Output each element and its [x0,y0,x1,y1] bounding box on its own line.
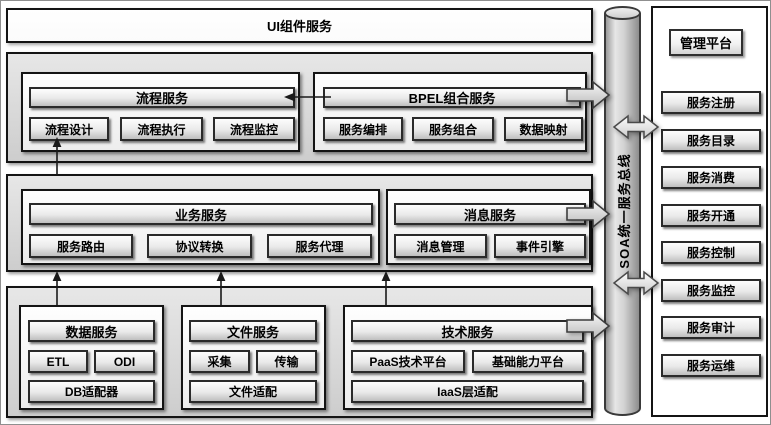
process-service-panel: 流程服务 流程设计 流程执行 流程监控 [21,72,300,152]
service-bus-cylinder [604,13,641,416]
thin-arrow-tech-to-message-icon [381,271,391,305]
thin-arrow-business-to-process-icon [52,137,62,175]
service-bus-label: SOA统一服务总线 [616,153,632,269]
block-arrow-bpel-to-bus-icon [566,80,611,110]
business-service-header: 业务服务 [29,203,373,225]
double-arrow-bus-management-top-icon [612,114,660,140]
paas-platform-box: PaaS技术平台 [351,350,465,373]
business-layer-group: 业务服务 服务路由 协议转换 服务代理 消息服务 消息管理 事件引擎 [6,174,593,272]
resource-layer-group: 数据服务 ETL ODI DB适配器 文件服务 采集 传输 文件适配 技术服务 … [6,286,593,418]
service-provision-box: 服务开通 [661,204,761,227]
etl-box: ETL [28,350,88,373]
management-platform-box: 管理平台 [669,29,743,56]
event-engine-box: 事件引擎 [494,234,586,258]
collect-box: 采集 [189,350,250,373]
block-arrow-tech-to-bus-icon [566,311,611,341]
file-service-header: 文件服务 [189,320,317,342]
message-management-box: 消息管理 [394,234,487,258]
service-bus-cylinder-top [604,6,641,20]
odi-box: ODI [94,350,155,373]
business-service-panel: 业务服务 服务路由 协议转换 服务代理 [21,189,380,265]
service-monitor-box: 服务监控 [661,279,761,302]
iaas-adapter-box: IaaS层适配 [351,380,584,403]
data-service-header: 数据服务 [28,320,155,342]
service-catalog-box: 服务目录 [661,129,761,152]
file-service-panel: 文件服务 采集 传输 文件适配 [181,305,326,410]
thin-arrow-bpel-to-process-icon [284,92,331,102]
management-panel: 管理平台 服务注册 服务目录 服务消费 服务开通 服务控制 服务监控 服务审计 … [651,6,768,417]
process-service-header: 流程服务 [29,87,295,108]
service-consume-box: 服务消费 [661,166,761,189]
bpel-service-header: BPEL组合服务 [323,87,581,108]
service-proxy-box: 服务代理 [267,234,372,258]
double-arrow-bus-management-bottom-icon [612,270,660,296]
data-service-panel: 数据服务 ETL ODI DB适配器 [19,305,164,410]
process-design-box: 流程设计 [29,117,109,141]
tech-service-header: 技术服务 [351,320,584,342]
tech-service-panel: 技术服务 PaaS技术平台 基础能力平台 IaaS层适配 [343,305,593,410]
file-adapter-box: 文件适配 [189,380,317,403]
service-orchestration-box: 服务编排 [323,117,403,141]
basic-capability-box: 基础能力平台 [472,350,584,373]
thin-arrow-data-to-business-icon [52,271,62,305]
service-routing-box: 服务路由 [29,234,133,258]
service-control-box: 服务控制 [661,241,761,264]
message-service-header: 消息服务 [394,203,586,225]
data-mapping-box: 数据映射 [504,117,583,141]
transfer-box: 传输 [256,350,317,373]
service-audit-box: 服务审计 [661,316,761,339]
ui-services-bar: UI组件服务 [6,8,593,43]
message-service-panel: 消息服务 消息管理 事件引擎 [386,189,591,265]
db-adapter-box: DB适配器 [28,380,155,403]
process-exec-box: 流程执行 [120,117,203,141]
service-registry-box: 服务注册 [661,91,761,114]
process-monitor-box: 流程监控 [213,117,295,141]
process-layer-group: 流程服务 流程设计 流程执行 流程监控 BPEL组合服务 服务编排 服务组合 数… [6,52,593,163]
protocol-conversion-box: 协议转换 [147,234,252,258]
service-ops-box: 服务运维 [661,354,761,377]
service-composition-box: 服务组合 [412,117,494,141]
block-arrow-message-to-bus-icon [566,199,611,229]
bpel-service-panel: BPEL组合服务 服务编排 服务组合 数据映射 [313,72,587,152]
thin-arrow-file-to-business-icon [216,271,226,305]
